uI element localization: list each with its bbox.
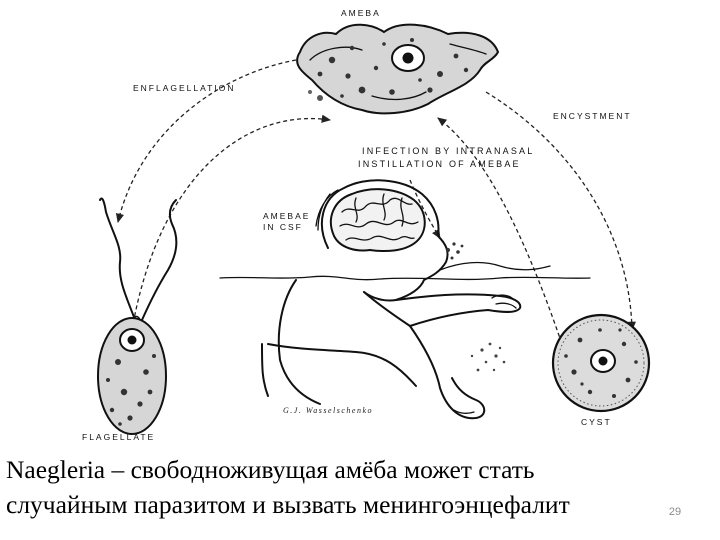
naegleria-life-cycle-diagram: AMEBA ENFLAGELLATION ENCYSTMENT INFECTIO… [82, 8, 651, 442]
flagellate-illustration [97, 197, 178, 435]
ameba-illustration [296, 23, 500, 115]
cyst-label: CYST [581, 417, 612, 427]
infection-label-line1: INFECTION BY INTRANASAL [362, 146, 534, 156]
infection-arrow [409, 179, 441, 239]
illustrator-signature: G.J. Wasselschenko [283, 406, 373, 415]
flagellate-to-ameba-arrow [131, 114, 332, 331]
caption: Naegleria – свободноживущая амёба может … [6, 452, 646, 522]
enflagellation-arrow [115, 59, 297, 224]
swimmer-illustration [219, 179, 591, 420]
encystment-label: ENCYSTMENT [553, 111, 632, 121]
flagellate-label: FLAGELLATE [82, 432, 155, 442]
amebae-label-line1: AMEBAE [263, 211, 310, 221]
cyst-illustration [551, 313, 651, 413]
enflagellation-label: ENFLAGELLATION [133, 83, 235, 93]
caption-line-2: случайным паразитом и вызвать менингоэнц… [6, 490, 570, 519]
caption-line-1: Naegleria – свободноживущая амёба может … [6, 455, 535, 484]
brain-illustration [329, 188, 426, 252]
infection-label-line2: INSTILLATION OF AMEBAE [358, 159, 521, 169]
amebae-label-line2: IN CSF [263, 222, 303, 232]
ameba-label: AMEBA [341, 8, 381, 18]
cyst-to-ameba-arrow [437, 117, 565, 351]
page-number: 29 [668, 506, 682, 518]
